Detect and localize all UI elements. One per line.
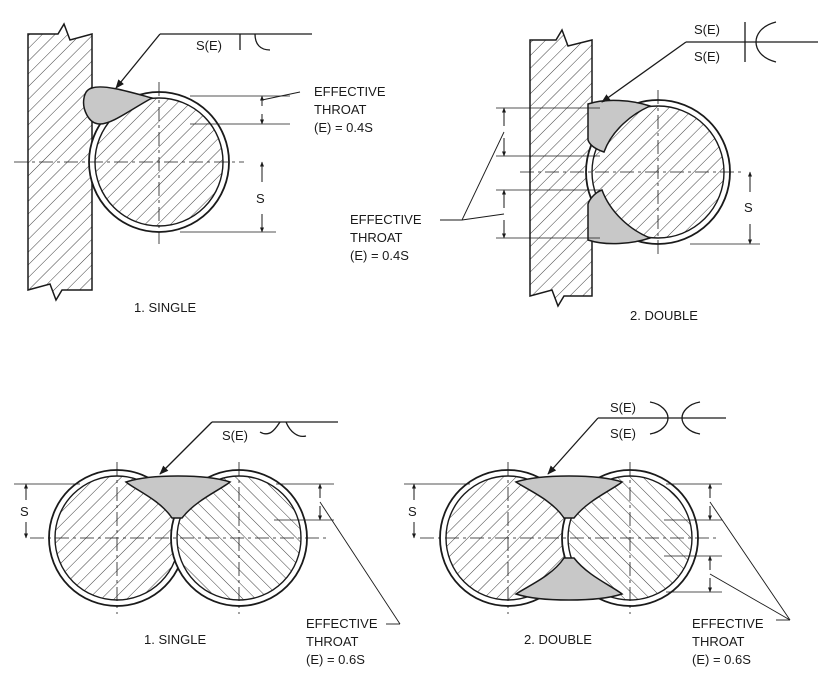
weld-bead-upper	[514, 475, 624, 519]
arrow-leader	[601, 41, 687, 103]
svg-text:(E) = 0.4S: (E) = 0.4S	[350, 248, 409, 263]
weld-symbol-text-upper: S(E)	[610, 400, 636, 415]
arrow-leader	[547, 417, 599, 475]
svg-text:EFFECTIVE: EFFECTIVE	[306, 616, 378, 631]
arrow-leader	[159, 421, 213, 475]
weld-symbol-text-upper: S(E)	[694, 22, 720, 37]
effective-throat-note: EFFECTIVE THROAT (E) = 0.4S	[314, 84, 386, 135]
caption: 1. SINGLE	[144, 632, 206, 647]
dimension-s-label: S	[744, 200, 753, 215]
svg-text:(E) = 0.4S: (E) = 0.4S	[314, 120, 373, 135]
effective-throat-note: EFFECTIVE THROAT (E) = 0.6S	[692, 616, 764, 667]
svg-text:EFFECTIVE: EFFECTIVE	[692, 616, 764, 631]
plate	[27, 22, 93, 302]
flare-symbol	[254, 33, 271, 51]
weld-bead-lower	[514, 557, 624, 601]
weld-symbol-text-lower: S(E)	[694, 49, 720, 64]
dimension-s-label: S	[408, 504, 417, 519]
panel-bottom-left-single: S(E) S EFFECTIVE THROAT (E) = 0.6S 1. SI…	[14, 421, 401, 667]
weld-bead	[124, 475, 232, 519]
svg-text:EFFECTIVE: EFFECTIVE	[314, 84, 386, 99]
flare-symbol	[259, 421, 307, 438]
effective-throat-note: EFFECTIVE THROAT (E) = 0.6S	[306, 616, 378, 667]
svg-text:THROAT: THROAT	[306, 634, 359, 649]
weld-symbol-text: S(E)	[222, 428, 248, 443]
svg-text:EFFECTIVE: EFFECTIVE	[350, 212, 422, 227]
panel-top-right-double: S(E) S(E) EFFECTIVE THROAT (E) = 0.4S S …	[350, 21, 818, 323]
flare-symbol	[755, 21, 777, 63]
caption: 2. DOUBLE	[630, 308, 698, 323]
weld-symbol-text: S(E)	[196, 38, 222, 53]
svg-text:(E) = 0.6S: (E) = 0.6S	[306, 652, 365, 667]
weld-symbol-text-lower: S(E)	[610, 426, 636, 441]
weld-bead	[82, 86, 154, 125]
dimension-s-label: S	[256, 191, 265, 206]
plate	[529, 28, 593, 308]
panel-bottom-right-double: S(E) S(E) S EFFECTIVE THROAT (E) = 0.6S …	[404, 400, 791, 667]
arrow-leader	[115, 33, 161, 89]
weld-bead-upper	[587, 99, 653, 153]
flare-symbol	[649, 401, 701, 435]
caption: 2. DOUBLE	[524, 632, 592, 647]
weld-bead-lower	[587, 189, 653, 245]
caption: 1. SINGLE	[134, 300, 196, 315]
effective-throat-note: EFFECTIVE THROAT (E) = 0.4S	[350, 212, 422, 263]
svg-text:(E) = 0.6S: (E) = 0.6S	[692, 652, 751, 667]
svg-text:THROAT: THROAT	[314, 102, 367, 117]
panel-top-left-single: S(E) EFFECTIVE THROAT (E) = 0.4S S 1. SI…	[14, 22, 386, 315]
svg-text:THROAT: THROAT	[692, 634, 745, 649]
dimension-s-label: S	[20, 504, 29, 519]
svg-text:THROAT: THROAT	[350, 230, 403, 245]
